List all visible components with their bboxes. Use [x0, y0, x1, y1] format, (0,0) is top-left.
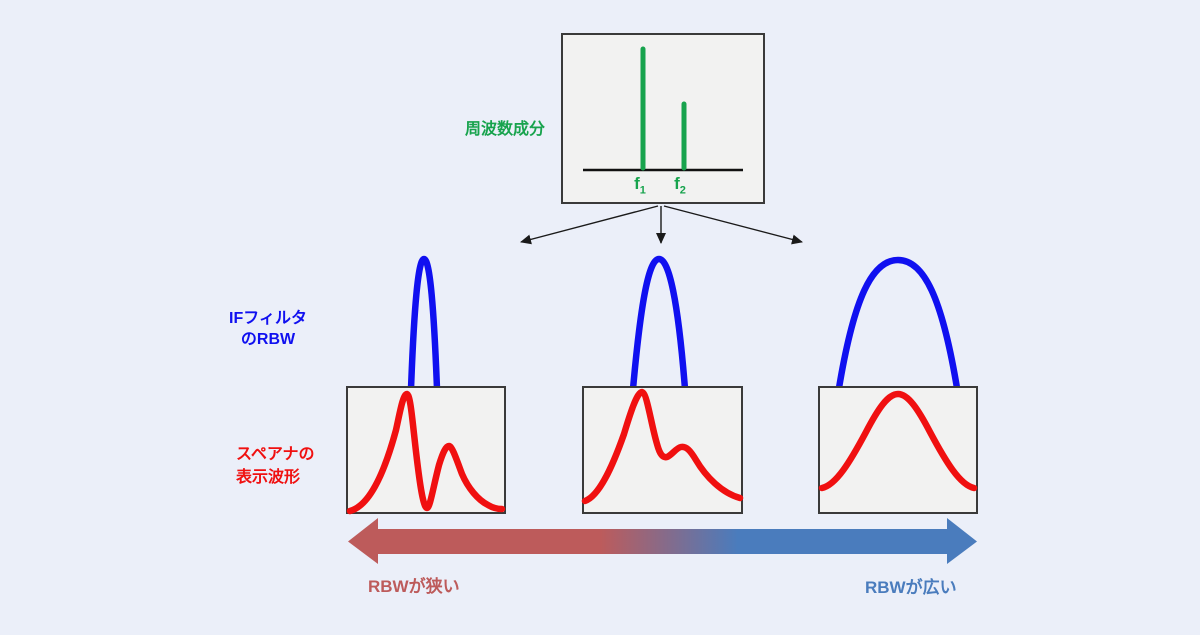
frequency-spectrum-box [561, 33, 765, 204]
display-waveform-narrow [346, 390, 506, 515]
f2-subscript: 2 [679, 184, 686, 197]
connector-arrow-right [663, 205, 803, 245]
display-waveform-wide [818, 390, 978, 492]
frequency-components-label: 周波数成分 [464, 121, 545, 138]
if-filter-curve-medium [629, 255, 689, 393]
spectrum-display-label: スペアナの表示波形 [236, 443, 315, 489]
display-panel-medium [582, 386, 743, 514]
connector-arrow-left [520, 205, 659, 245]
rbw-gradient-arrow [348, 518, 977, 564]
display-waveform-medium [581, 388, 744, 505]
spectrum-display-label-line2: 表示波形 [236, 469, 301, 486]
if-filter-rbw-label: IFフィルタのRBW [218, 308, 318, 350]
rbw-wide-label: RBWが広い [865, 578, 957, 597]
f1-label: f1 [629, 174, 651, 196]
f2-base: f [674, 174, 680, 193]
if-filter-curve-wide [835, 256, 961, 392]
spectrum-display-label-line1: スペアナの [236, 446, 315, 463]
f2-label: f2 [669, 174, 691, 196]
f1-subscript: 1 [639, 184, 646, 197]
display-panel-wide [818, 386, 978, 514]
f1-base: f [634, 174, 640, 193]
if-filter-rbw-label-line2: のRBW [240, 331, 296, 348]
if-filter-curve-narrow [407, 255, 441, 393]
if-filter-rbw-label-line1: IFフィルタ [229, 310, 307, 327]
rbw-narrow-label: RBWが狭い [368, 577, 460, 596]
